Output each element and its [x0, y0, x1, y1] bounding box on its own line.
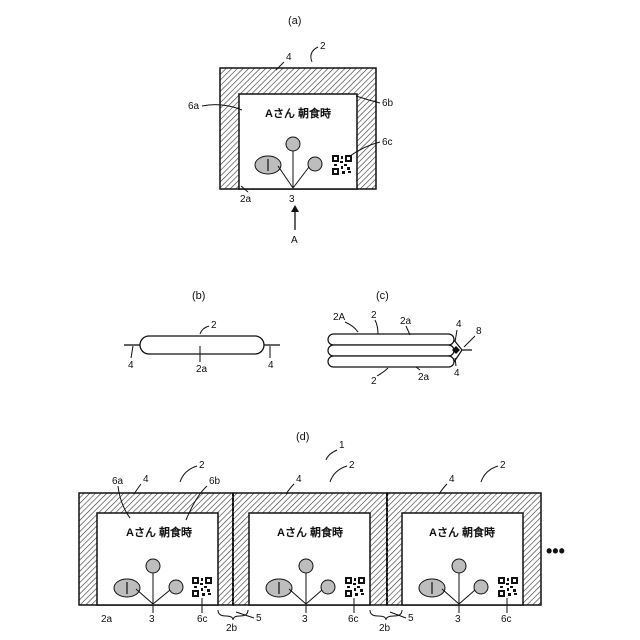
- ref-4: 4: [449, 474, 455, 485]
- package-panel-1: Aさん 朝食時: [79, 493, 233, 605]
- round-tablet-icon: [321, 580, 335, 594]
- caption-c: (c): [376, 290, 389, 302]
- ref-2: 2: [199, 460, 205, 471]
- ref-4: 4: [296, 474, 302, 485]
- ref-4: 4: [143, 474, 149, 485]
- qr-code-icon: [345, 577, 365, 597]
- ref-5: 5: [408, 613, 414, 624]
- figure-d-package-strip: Aさん 朝食時 Aさん 朝食時 Aさん 朝食時: [79, 493, 565, 605]
- figure-a-package: Aさん 朝食時: [220, 68, 376, 189]
- continuation-dots: •••: [546, 541, 565, 561]
- ref-6a: 6a: [112, 476, 124, 487]
- round-tablet-icon: [308, 157, 322, 171]
- ref-8: 8: [476, 326, 482, 337]
- capsule-pill-icon: [255, 156, 281, 174]
- ref-2a: 2a: [196, 364, 208, 375]
- ref-3: 3: [149, 614, 155, 625]
- dose-label: Aさん 朝食時: [126, 525, 192, 539]
- ref-1: 1: [339, 440, 345, 451]
- ref-4-bottom: 4: [454, 368, 460, 379]
- ref-2a-bottom: 2a: [418, 372, 430, 383]
- caption-a: (a): [288, 15, 301, 27]
- ref-2A: 2A: [333, 312, 346, 323]
- ref-6c: 6c: [382, 137, 393, 148]
- ref-2a-top: 2a: [400, 316, 412, 327]
- dose-label: Aさん 朝食時: [265, 106, 331, 120]
- capsule-pill-icon: [266, 579, 292, 597]
- caption-d: (d): [296, 431, 309, 443]
- ref-6c: 6c: [348, 614, 359, 625]
- ref-2b: 2b: [379, 623, 391, 634]
- ref-3: 3: [455, 614, 461, 625]
- package-panel-3: Aさん 朝食時: [387, 493, 541, 605]
- package-panel-2: Aさん 朝食時: [233, 493, 387, 605]
- round-tablet-icon: [169, 580, 183, 594]
- round-tablet-icon: [146, 559, 160, 573]
- ref-4-right: 4: [268, 360, 274, 371]
- qr-code-icon: [332, 155, 352, 175]
- ref-3: 3: [289, 194, 295, 205]
- round-tablet-icon: [474, 580, 488, 594]
- ref-4-top: 4: [456, 319, 462, 330]
- ref-2: 2: [349, 460, 355, 471]
- round-tablet-icon: [452, 559, 466, 573]
- ref-2a: 2a: [101, 614, 113, 625]
- ref-2: 2: [320, 41, 326, 52]
- ref-2: 2: [211, 320, 217, 331]
- figure-c-folded-package: 2A 2 2a 4 8 2 2a 4: [328, 310, 482, 387]
- arrow-A-label: A: [291, 235, 298, 246]
- dose-label: Aさん 朝食時: [429, 525, 495, 539]
- figure-b-flat-package: 2 2a 4 4: [124, 320, 280, 375]
- ref-6b: 6b: [382, 98, 394, 109]
- ref-2a: 2a: [240, 194, 252, 205]
- ref-6c: 6c: [197, 614, 208, 625]
- round-tablet-icon: [286, 137, 300, 151]
- round-tablet-icon: [299, 559, 313, 573]
- dose-label: Aさん 朝食時: [277, 525, 343, 539]
- ref-6c: 6c: [501, 614, 512, 625]
- caption-b: (b): [192, 290, 205, 302]
- ref-2-bottom: 2: [371, 376, 377, 387]
- qr-code-icon: [192, 577, 212, 597]
- ref-4-left: 4: [128, 360, 134, 371]
- ref-3: 3: [302, 614, 308, 625]
- ref-6b: 6b: [209, 476, 221, 487]
- ref-2: 2: [500, 460, 506, 471]
- ref-5: 5: [256, 613, 262, 624]
- capsule-pill-icon: [419, 579, 445, 597]
- ref-2b: 2b: [226, 623, 238, 634]
- capsule-pill-icon: [114, 579, 140, 597]
- ref-2-top: 2: [371, 310, 377, 321]
- ref-6a: 6a: [188, 101, 200, 112]
- qr-code-icon: [498, 577, 518, 597]
- ref-4: 4: [286, 52, 292, 63]
